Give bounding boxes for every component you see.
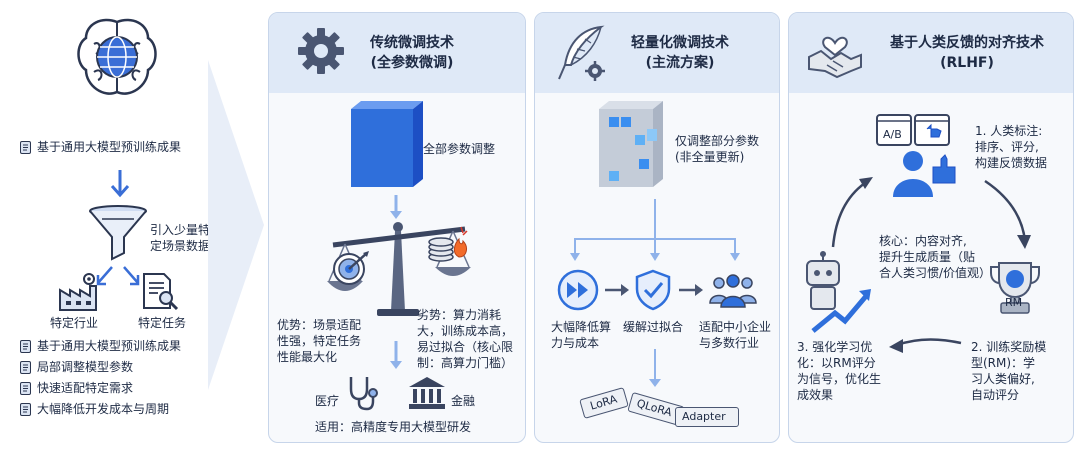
step2-line2: 型(RM)：学 xyxy=(971,356,1036,370)
left-bullet-3: 快速适配特定需求 xyxy=(37,381,134,395)
tag-adapter: Adapter xyxy=(675,407,739,427)
disadvantage-line2: 大，训练成本高， xyxy=(417,324,514,338)
tag-qlora-label: QLoRA xyxy=(635,396,674,420)
arrow-down-icon xyxy=(649,349,661,387)
panel-lightweight-finetune: 轻量化微调技术 (主流方案) 仅调整部分参数 (非全量更新) 大幅降低算 力与成… xyxy=(534,12,780,443)
advantage-line2: 性强，特定任务 xyxy=(277,334,362,348)
panel3-title-line2: (RLHF) xyxy=(940,55,994,71)
finance-label: 金融 xyxy=(451,394,476,408)
disadvantage-line1: 劣势：算力消耗 xyxy=(417,308,502,322)
partial-label-line1: 仅调整部分参数 xyxy=(675,134,760,148)
shield-check-icon xyxy=(635,269,671,311)
branch-arrows xyxy=(570,199,740,261)
step1-line2: 排序、评分, xyxy=(975,140,1039,154)
robot-growth-icon xyxy=(806,251,871,333)
rm-label: RM xyxy=(1005,296,1023,309)
partial-label-line2: (非全量更新) xyxy=(675,150,745,164)
funnel-note-line2: 定场景数据 xyxy=(150,239,211,253)
document-icon xyxy=(20,340,31,353)
panel3-title-line1: 基于人类反馈的对齐技术 xyxy=(890,35,1044,51)
task-label: 特定任务 xyxy=(138,316,187,330)
cycle-arrows xyxy=(831,177,1031,353)
step3-line4: 成效果 xyxy=(797,388,834,402)
pretrain-label: 基于通用大模型预训练成果 xyxy=(37,140,182,154)
medical-label: 医疗 xyxy=(315,394,340,408)
panel2-title-line2: (主流方案) xyxy=(645,55,715,71)
step2-line4: 自动评分 xyxy=(971,388,1020,402)
arrow-down-icon xyxy=(110,170,130,198)
funnel-note-line1: 引入少量特 xyxy=(150,223,211,237)
target-dart-icon xyxy=(333,251,369,285)
stethoscope-icon xyxy=(349,377,378,411)
panel1-title-line1: 传统微调技术 xyxy=(370,35,454,51)
panel-rlhf: 基于人类反馈的对齐技术 (RLHF) A/B 1. 人类标注: 排序、评分, 构… xyxy=(788,12,1074,443)
brain-globe-icon xyxy=(77,18,157,95)
arrow-down-icon xyxy=(390,341,402,369)
core-line2: 提升生成质量（贴 xyxy=(879,250,976,264)
left-bullet-1: 基于通用大模型预训练成果 xyxy=(37,339,182,353)
fast-forward-icon xyxy=(557,269,599,311)
coins-fire-icon xyxy=(428,226,468,262)
benefit1-line2: 力与成本 xyxy=(551,336,600,350)
ab-label: A/B xyxy=(883,128,902,141)
benefit2: 缓解过拟合 xyxy=(623,320,684,334)
step2-line1: 2. 训练奖励模 xyxy=(971,340,1047,354)
tag-lora-label: LoRA xyxy=(588,392,619,413)
step3-line1: 3. 强化学习优 xyxy=(797,340,873,354)
step3-line2: 化：以RM评分 xyxy=(797,356,876,370)
arrow-right-icon xyxy=(605,284,629,296)
cube-label: 全部参数调整 xyxy=(423,142,496,156)
core-line1: 核心：内容对齐, xyxy=(879,234,967,248)
arrow-down-icon xyxy=(390,195,402,219)
step1-line3: 构建反馈数据 xyxy=(975,156,1048,170)
document-icon xyxy=(20,361,31,374)
panel2-title-line1: 轻量化微调技术 xyxy=(631,35,729,51)
left-bullet-4: 大幅降低开发成本与周期 xyxy=(37,402,170,416)
disadvantage-line3: 易过拟合（核心限 xyxy=(417,340,514,354)
benefit3-line2: 与多数行业 xyxy=(699,336,760,350)
left-bullet-2: 局部调整模型参数 xyxy=(37,360,134,374)
bank-icon xyxy=(409,377,445,409)
benefit3-line1: 适配中小企业 xyxy=(699,320,772,334)
document-icon xyxy=(20,141,31,154)
step3-line3: 为信号，优化生 xyxy=(797,372,882,386)
human-feedback-icon xyxy=(876,114,956,197)
advantage-line3: 性能最大化 xyxy=(277,350,338,364)
trophy-icon xyxy=(990,262,1040,314)
arrow-right-icon xyxy=(679,284,703,296)
step1-line1: 1. 人类标注: xyxy=(975,124,1043,138)
feather-gear-icon xyxy=(558,25,605,81)
panel1-title-line2: (全参数微调) xyxy=(370,55,454,71)
disadvantage-line4: 制：高算力门槛） xyxy=(417,356,514,370)
handshake-heart-icon xyxy=(808,36,862,79)
benefit1-line1: 大幅降低算 xyxy=(551,320,612,334)
funnel-icon xyxy=(89,205,147,261)
partial-parameter-cube-icon xyxy=(599,101,663,187)
task-document-search-icon xyxy=(143,273,179,311)
document-icon xyxy=(20,382,31,395)
parameter-cube-icon xyxy=(351,101,423,187)
step2-line3: 习人类偏好, xyxy=(971,372,1035,386)
industry-label: 特定行业 xyxy=(50,316,99,330)
tag-adapter-label: Adapter xyxy=(682,410,726,423)
split-arrows-icon xyxy=(96,266,140,286)
group-users-icon xyxy=(709,274,757,308)
tag-lora: LoRA xyxy=(579,387,629,419)
apply-label: 适用：高精度专用大模型研发 xyxy=(315,420,472,434)
document-icon xyxy=(20,403,31,416)
factory-icon xyxy=(59,273,97,311)
panel-full-finetune: 传统微调技术 (全参数微调) 全部参数调整 优势：场景适配 性强，特定任务 性能… xyxy=(268,12,526,443)
advantage-line1: 优势：场景适配 xyxy=(277,318,362,332)
gear-icon xyxy=(298,28,344,74)
chevron-connector xyxy=(208,60,264,390)
core-line3: 合人类习惯/价值观） xyxy=(879,266,992,280)
